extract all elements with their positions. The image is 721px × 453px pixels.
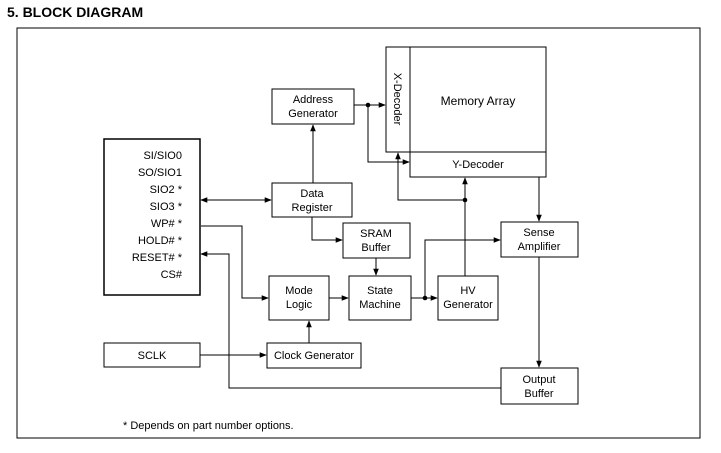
x-decoder-block: X-Decoder bbox=[385, 46, 411, 153]
hv-generator-block: HV Generator bbox=[437, 275, 499, 321]
sense-amplifier-label-2: Amplifier bbox=[518, 241, 561, 253]
pin-label: HOLD# * bbox=[138, 235, 183, 247]
data-register-label-1: Data bbox=[300, 188, 324, 200]
sense-amplifier-block: Sense Amplifier bbox=[500, 221, 579, 258]
x-decoder-label: X-Decoder bbox=[391, 73, 403, 126]
sense-amplifier-label-1: Sense bbox=[523, 227, 554, 239]
memory-array-block: Memory Array bbox=[409, 46, 547, 153]
pin-label: SIO2 * bbox=[150, 184, 183, 196]
page-title: 5. BLOCK DIAGRAM bbox=[7, 4, 144, 20]
sclk-block: SCLK bbox=[103, 342, 201, 368]
y-decoder-label: Y-Decoder bbox=[452, 159, 504, 171]
mode-logic-block: Mode Logic bbox=[268, 275, 330, 321]
address-generator-label-1: Address bbox=[293, 94, 334, 106]
connector-statemachine-to-senseamp bbox=[424, 237, 501, 298]
sram-buffer-label-1: SRAM bbox=[360, 228, 392, 240]
pin-label: SIO3 * bbox=[150, 201, 183, 213]
sram-buffer-block: SRAM Buffer bbox=[342, 222, 411, 259]
connector-wp-to-modelogic bbox=[201, 225, 269, 301]
mode-logic-label-1: Mode bbox=[285, 285, 313, 297]
memory-array-label: Memory Array bbox=[441, 94, 516, 108]
hv-generator-label-2: Generator bbox=[443, 299, 493, 311]
data-register-label-2: Register bbox=[292, 202, 333, 214]
output-buffer-block: Output Buffer bbox=[500, 367, 579, 405]
hv-generator-label-1: HV bbox=[460, 285, 476, 297]
address-generator-label-2: Generator bbox=[288, 108, 338, 120]
junction-dot bbox=[365, 102, 371, 108]
output-buffer-label-2: Buffer bbox=[524, 388, 553, 400]
diagram-frame bbox=[16, 27, 701, 439]
connector-addrgen-to-ydecoder bbox=[367, 105, 410, 165]
connector-hvgen-to-xdecoder bbox=[395, 152, 465, 201]
footnote: * Depends on part number options. bbox=[123, 420, 294, 432]
pin-list-block: SI/SIO0 SO/SIO1 SIO2 * SIO3 * WP# * HOLD… bbox=[103, 138, 201, 296]
pin-label: SI/SIO0 bbox=[143, 150, 182, 162]
pin-label: WP# * bbox=[151, 218, 183, 230]
pin-label: SO/SIO1 bbox=[138, 167, 182, 179]
pin-label: RESET# * bbox=[132, 252, 183, 264]
state-machine-block: State Machine bbox=[348, 275, 412, 321]
state-machine-label-1: State bbox=[367, 285, 393, 297]
y-decoder-block: Y-Decoder bbox=[409, 151, 547, 178]
junction-dot bbox=[462, 197, 468, 203]
sram-buffer-label-2: Buffer bbox=[361, 242, 390, 254]
connector-datareg-to-sram bbox=[311, 217, 343, 243]
clock-generator-label: Clock Generator bbox=[274, 350, 354, 362]
output-buffer-label-1: Output bbox=[522, 374, 555, 386]
clock-generator-block: Clock Generator bbox=[266, 342, 362, 369]
data-register-block: Data Register bbox=[271, 182, 353, 218]
connector-outputbuffer-to-pins bbox=[200, 251, 501, 389]
pin-label: CS# bbox=[161, 269, 183, 281]
state-machine-label-2: Machine bbox=[359, 299, 401, 311]
address-generator-block: Address Generator bbox=[271, 88, 355, 125]
mode-logic-label-2: Logic bbox=[286, 299, 313, 311]
junction-dot bbox=[422, 295, 428, 301]
sclk-label: SCLK bbox=[138, 350, 167, 362]
